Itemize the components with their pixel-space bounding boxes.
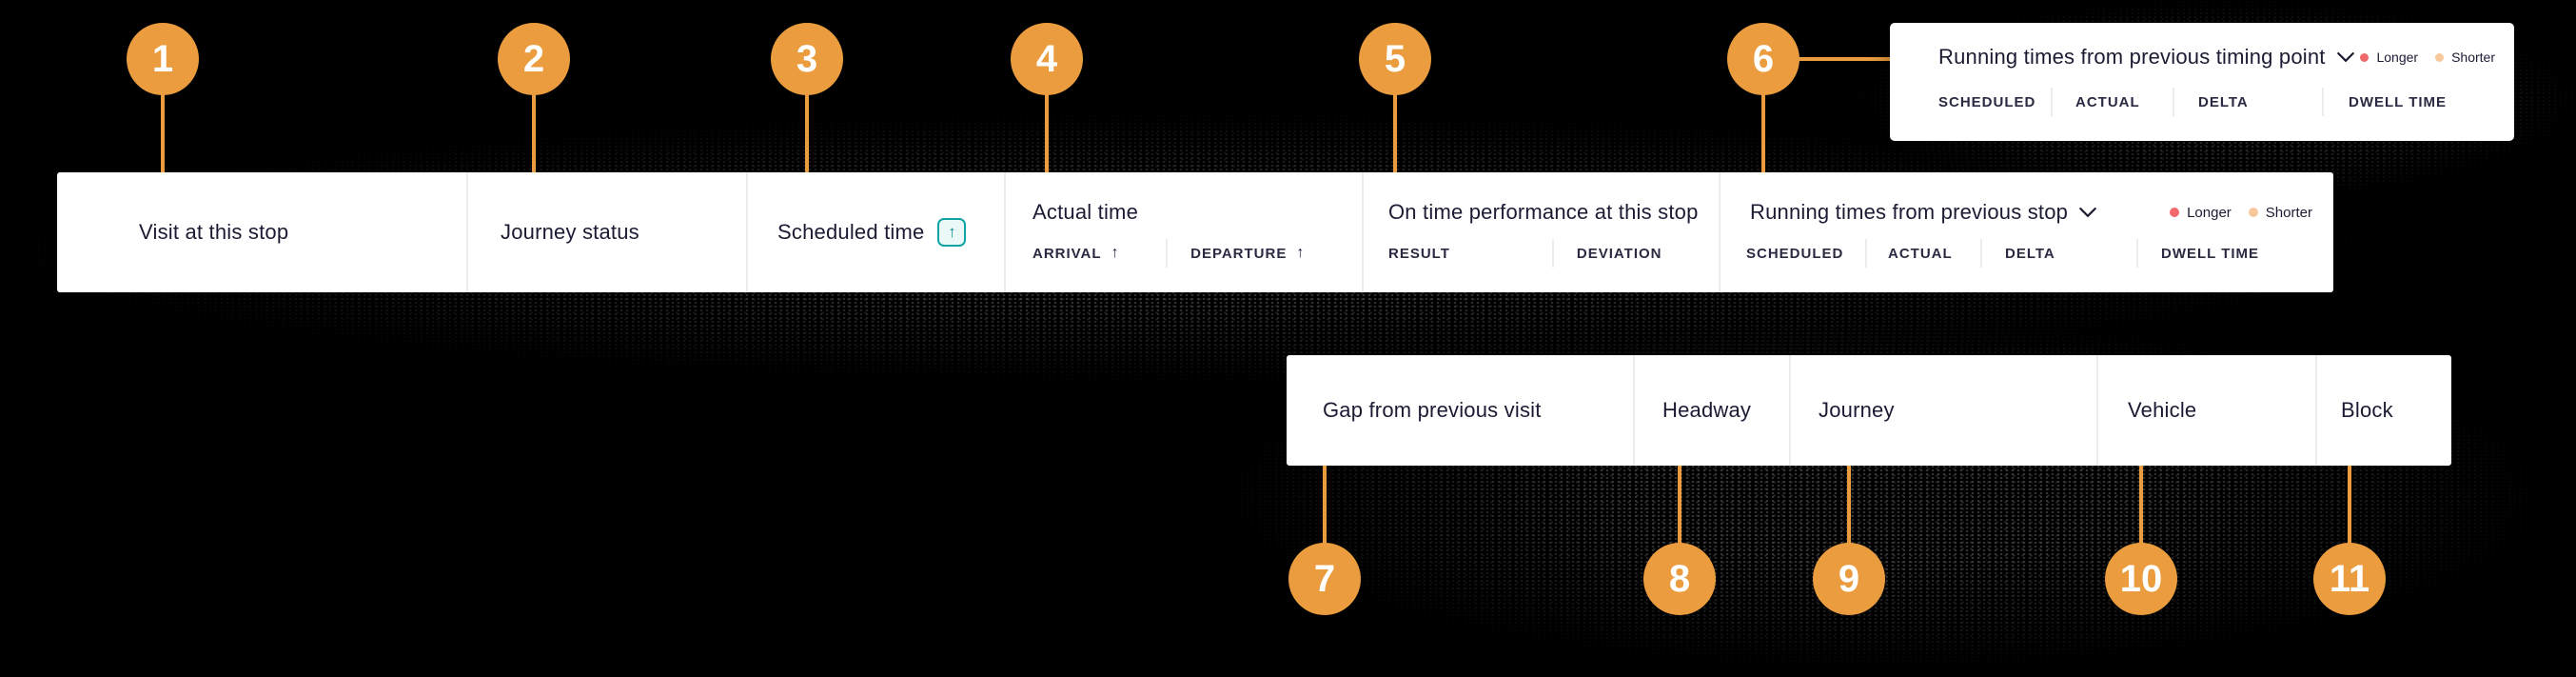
callout-line-6-to-card	[1763, 57, 1890, 61]
legend-longer: Longer	[2170, 205, 2232, 221]
callout-marker-5: 5	[1359, 23, 1431, 95]
shorter-dot-icon	[2248, 208, 2258, 217]
sort-arrow-icon[interactable]: ↑	[1296, 245, 1306, 261]
subheader-scheduled[interactable]: SCHEDULED	[1746, 245, 1844, 262]
callout-line-4	[1045, 59, 1049, 172]
running-times-legend: Longer Shorter	[2170, 205, 2312, 221]
callout-marker-7: 7	[1288, 543, 1361, 615]
subheader-arrival[interactable]: ARRIVAL ↑	[1006, 239, 1166, 268]
secondary-table-header: Gap from previous visit Headway Journey …	[1287, 355, 2451, 466]
legend-shorter: Shorter	[2435, 50, 2495, 65]
chevron-down-icon	[2079, 207, 2096, 217]
callout-line-8	[1678, 466, 1681, 579]
column-on-time-performance: On time performance at this stop RESULT …	[1364, 172, 1721, 292]
callout-marker-8: 8	[1643, 543, 1716, 615]
legend-longer-label: Longer	[2187, 204, 2232, 221]
callout-line-10	[2139, 466, 2143, 579]
callout-line-7	[1323, 466, 1327, 579]
running-times-legend: Longer Shorter	[2360, 50, 2495, 65]
column-label: Running times from previous stop	[1750, 200, 2069, 224]
expanded-card-title: Running times from previous timing point	[1938, 45, 2326, 69]
subheader-departure[interactable]: DEPARTURE ↑	[1166, 239, 1362, 268]
column-actual-time: Actual time ARRIVAL ↑ DEPARTURE ↑	[1006, 172, 1364, 292]
callout-line-3	[805, 59, 809, 172]
longer-dot-icon	[2170, 208, 2180, 217]
callout-line-5	[1393, 59, 1397, 172]
legend-shorter: Shorter	[2248, 204, 2312, 221]
column-label: Gap from previous visit	[1323, 398, 1542, 422]
subheader-actual[interactable]: ACTUAL	[1865, 239, 1980, 268]
legend-shorter-label: Shorter	[2265, 204, 2312, 221]
subheader-result[interactable]: RESULT	[1388, 245, 1450, 262]
sort-arrow-icon[interactable]: ↑	[1111, 245, 1120, 261]
subheader-scheduled[interactable]: SCHEDULED	[1938, 93, 2036, 110]
callout-marker-3: 3	[771, 23, 843, 95]
column-vehicle[interactable]: Vehicle	[2098, 355, 2317, 466]
subheader-label: ARRIVAL	[1032, 245, 1102, 262]
main-table-header: Visit at this stop Journey status Schedu…	[57, 172, 2333, 292]
subheader-actual[interactable]: ACTUAL	[2051, 88, 2173, 116]
column-block[interactable]: Block	[2317, 355, 2451, 466]
column-journey[interactable]: Journey	[1791, 355, 2098, 466]
legend-longer-label: Longer	[2376, 50, 2419, 65]
sort-ascending-badge[interactable]: ↑	[937, 218, 967, 247]
subheader-delta[interactable]: DELTA	[1980, 239, 2136, 268]
column-label: Headway	[1662, 398, 1752, 422]
callout-marker-1: 1	[127, 23, 199, 95]
subheader-dwell-time[interactable]: DWELL TIME	[2136, 239, 2333, 268]
expanded-card-header[interactable]: Running times from previous timing point	[1938, 42, 2354, 72]
longer-dot-icon	[2360, 52, 2370, 62]
subheader-dwell-time[interactable]: DWELL TIME	[2322, 88, 2514, 116]
running-times-expanded-card: Running times from previous timing point…	[1890, 23, 2514, 141]
callout-marker-11: 11	[2313, 543, 2386, 615]
column-label: Block	[2341, 398, 2393, 422]
column-running-times-previous-stop: Running times from previous stop Longer …	[1721, 172, 2333, 292]
legend-shorter-label: Shorter	[2451, 50, 2495, 65]
column-label: Journey status	[501, 220, 639, 244]
column-scheduled-time[interactable]: Scheduled time ↑	[748, 172, 1006, 292]
callout-line-9	[1847, 466, 1851, 579]
subheader-label: DEPARTURE	[1190, 245, 1288, 262]
column-label: Scheduled time	[777, 220, 925, 244]
chevron-down-icon	[2336, 51, 2354, 62]
callout-line-6	[1761, 59, 1765, 172]
callout-line-2	[532, 59, 536, 172]
column-label: Actual time	[1032, 200, 1139, 224]
column-label: Journey	[1819, 398, 1895, 422]
subheader-deviation[interactable]: DEVIATION	[1551, 239, 1719, 268]
callout-line-11	[2348, 466, 2351, 579]
callout-marker-4: 4	[1011, 23, 1083, 95]
column-label: Vehicle	[2128, 398, 2197, 422]
running-times-header-toggle[interactable]: Running times from previous stop	[1750, 197, 2096, 228]
callout-line-1	[161, 59, 165, 172]
subheader-delta[interactable]: DELTA	[2173, 88, 2322, 116]
column-label: Visit at this stop	[139, 220, 289, 244]
shorter-dot-icon	[2435, 52, 2445, 62]
column-visit-at-this-stop[interactable]: Visit at this stop	[57, 172, 468, 292]
column-label: On time performance at this stop	[1388, 200, 1699, 224]
callout-marker-10: 10	[2105, 543, 2177, 615]
column-gap-from-previous-visit[interactable]: Gap from previous visit	[1287, 355, 1635, 466]
callout-marker-6: 6	[1727, 23, 1799, 95]
column-headway[interactable]: Headway	[1635, 355, 1791, 466]
callout-marker-2: 2	[498, 23, 570, 95]
column-journey-status[interactable]: Journey status	[468, 172, 748, 292]
callout-marker-9: 9	[1813, 543, 1885, 615]
legend-longer: Longer	[2360, 50, 2418, 65]
